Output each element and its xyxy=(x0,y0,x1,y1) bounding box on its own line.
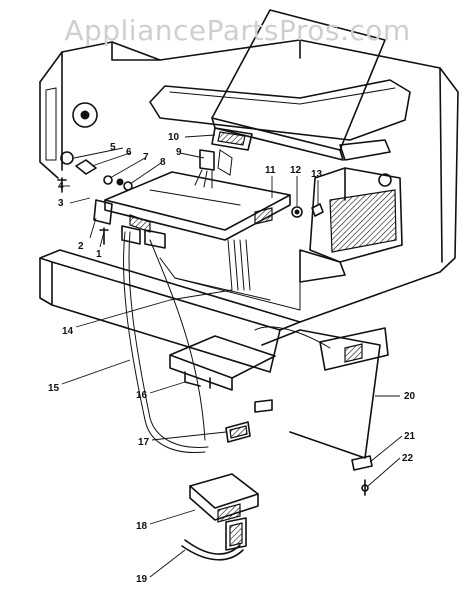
connector-17 xyxy=(225,421,251,443)
callout-22: 22 xyxy=(402,453,414,464)
callout-14: 14 xyxy=(62,326,74,337)
callout-7: 7 xyxy=(143,152,149,163)
callout-9: 9 xyxy=(176,147,182,158)
callout-12: 12 xyxy=(290,165,302,176)
transformer-block xyxy=(299,167,403,283)
callout-16: 16 xyxy=(136,390,148,401)
cabinet-housing xyxy=(39,39,459,323)
callout-1: 1 xyxy=(96,249,102,260)
wire-harness xyxy=(121,225,209,454)
screw-12 xyxy=(291,203,324,218)
callout-15: 15 xyxy=(48,383,60,394)
callout-8: 8 xyxy=(160,157,166,168)
bracket xyxy=(169,326,331,391)
module-18 xyxy=(189,473,259,523)
watermark: AppliancePartsPros.com xyxy=(64,14,411,47)
callout-17: 17 xyxy=(138,437,150,448)
rear-tray xyxy=(149,79,411,161)
callout-21: 21 xyxy=(404,431,416,442)
callout-20: 20 xyxy=(404,391,416,402)
callout-4: 4 xyxy=(58,181,64,192)
board-connectors xyxy=(194,127,253,189)
callout-labels: 1 2 3 4 5 6 7 8 9 10 11 12 13 14 15 16 1… xyxy=(48,132,416,585)
callout-11: 11 xyxy=(265,165,276,176)
callout-3: 3 xyxy=(58,198,64,209)
callout-19: 19 xyxy=(136,574,148,585)
callout-10: 10 xyxy=(168,132,180,143)
side-plate xyxy=(254,327,389,496)
front-panel xyxy=(39,249,301,373)
cable-19 xyxy=(181,517,247,561)
mounting-hardware xyxy=(57,151,133,245)
callout-13: 13 xyxy=(311,169,323,180)
callout-2: 2 xyxy=(78,241,84,252)
leader-lines xyxy=(60,134,403,578)
lid-panel xyxy=(211,9,386,161)
callout-5: 5 xyxy=(110,142,116,153)
control-board xyxy=(104,171,291,241)
ribbon-cable xyxy=(169,239,251,301)
callout-6: 6 xyxy=(126,147,132,158)
callout-18: 18 xyxy=(136,521,148,532)
